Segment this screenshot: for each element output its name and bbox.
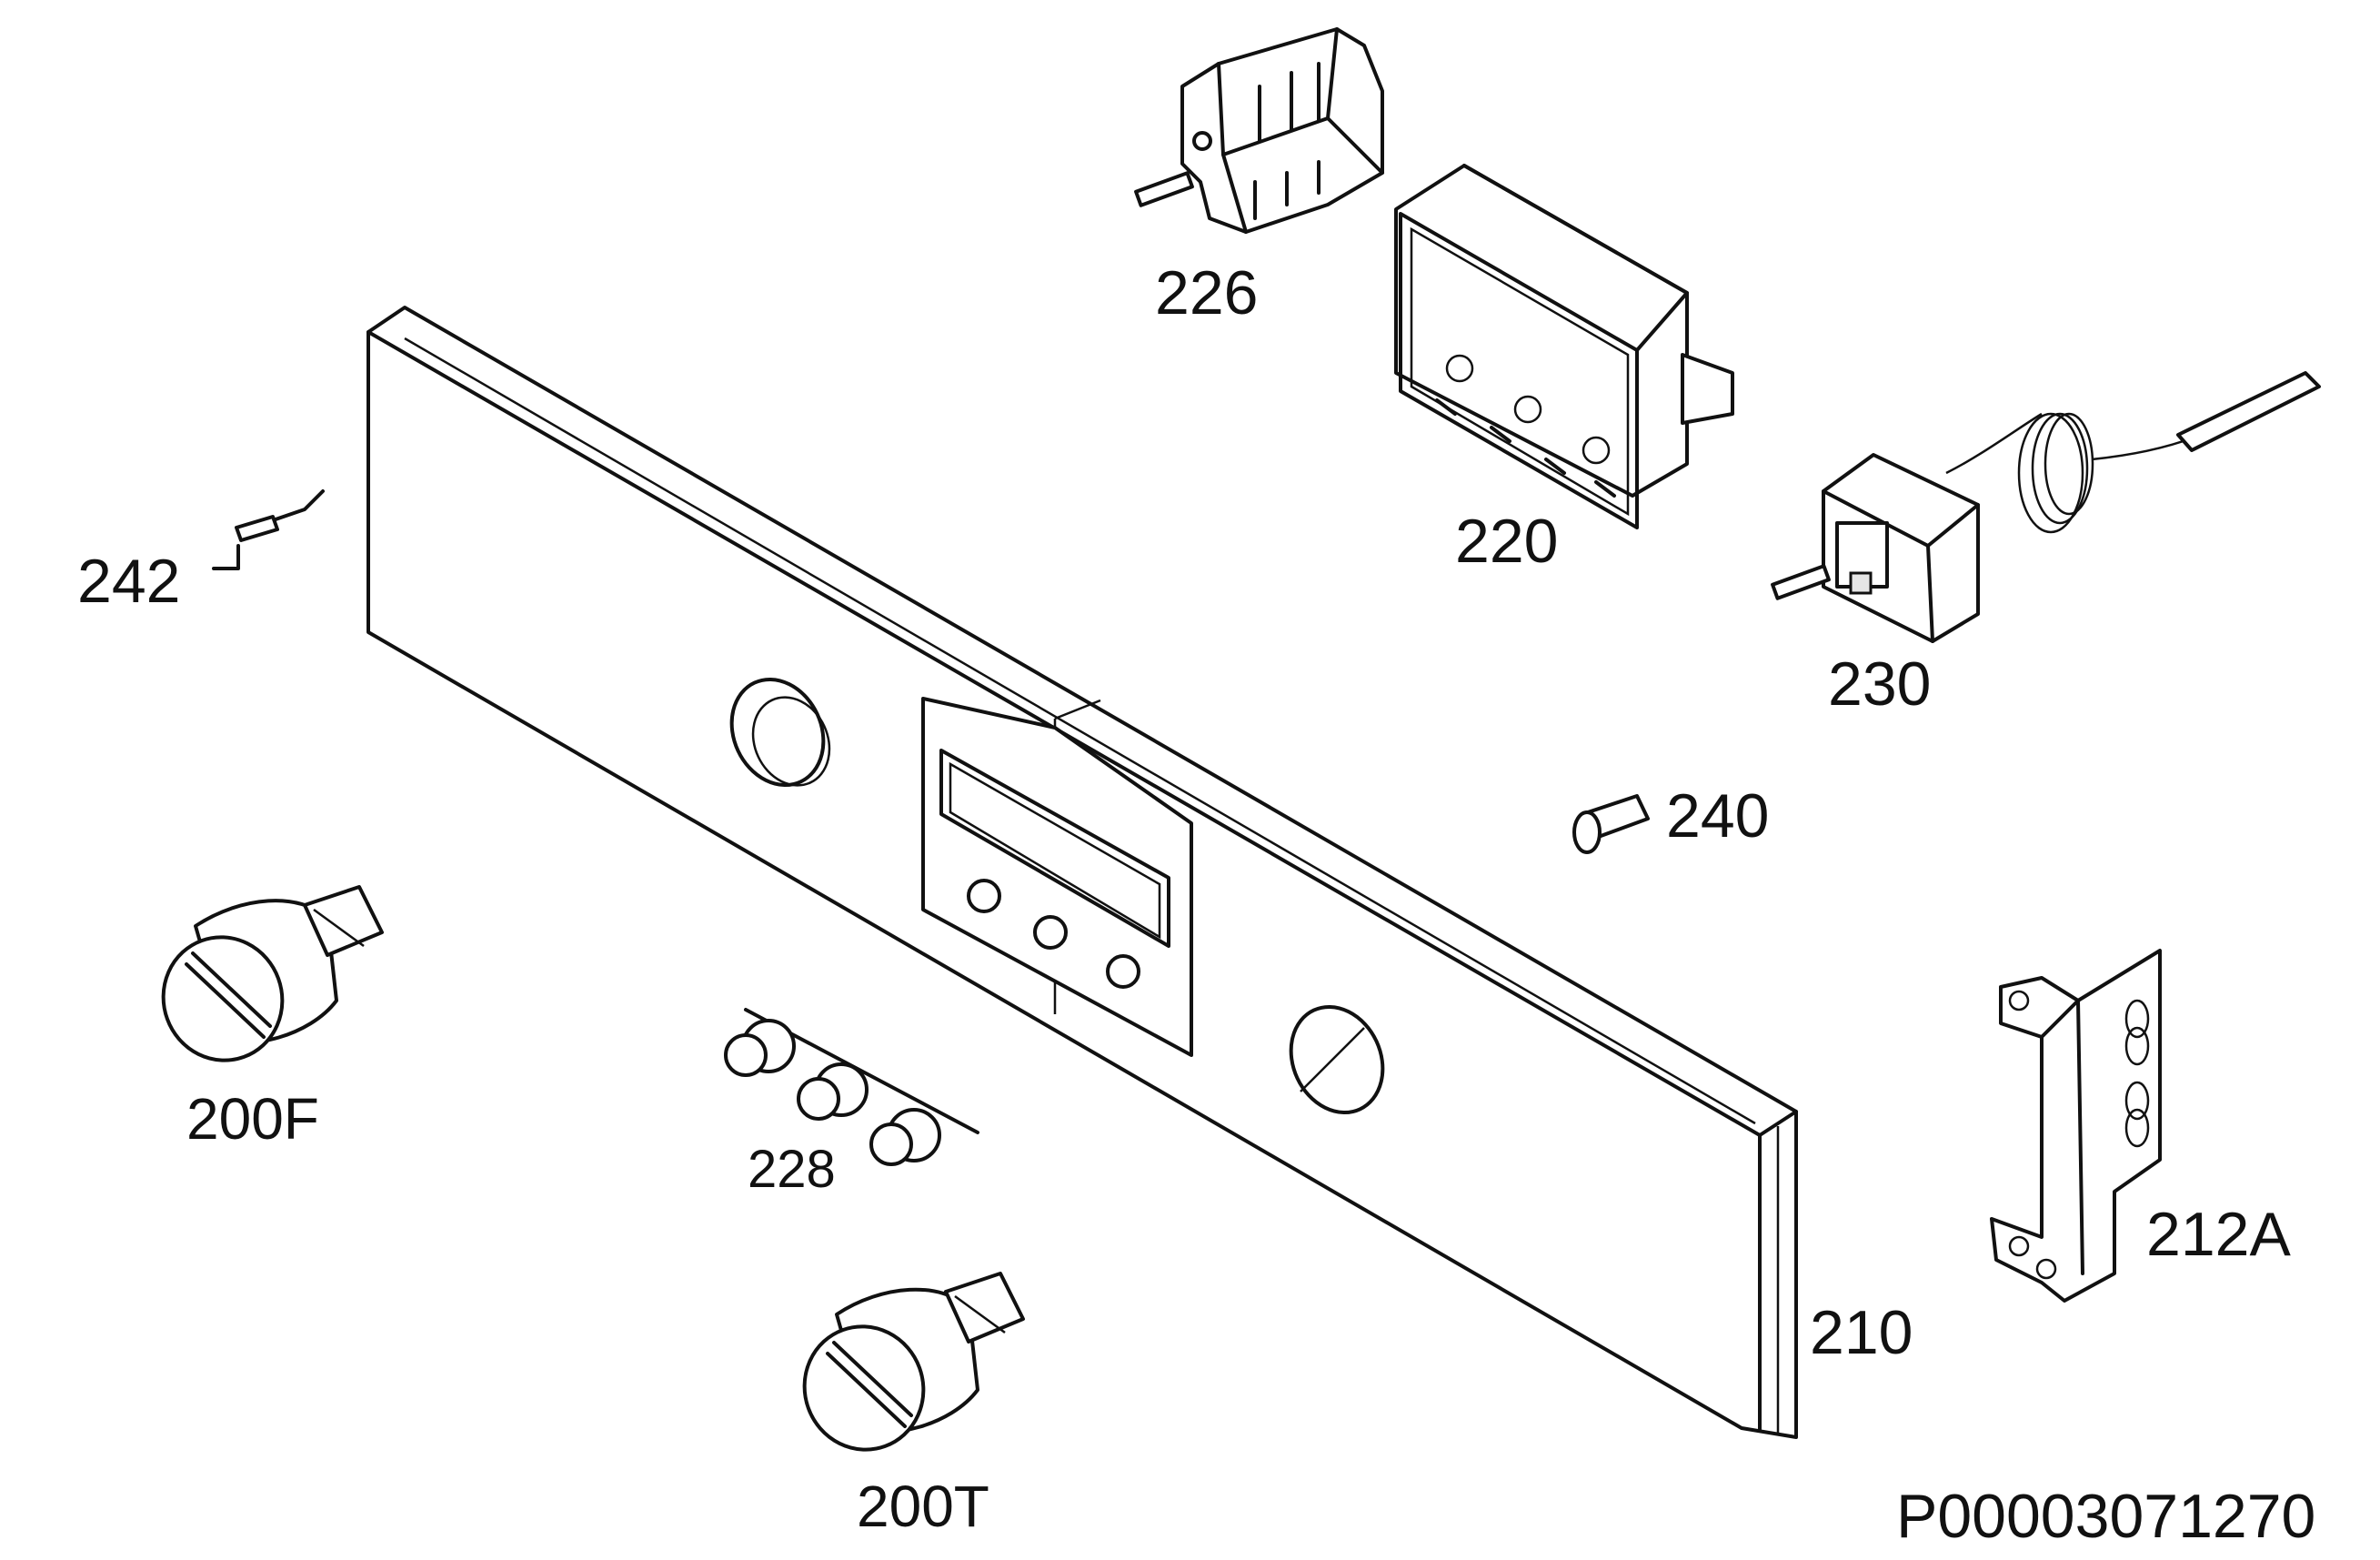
label-228: 228: [748, 1140, 836, 1199]
label-210: 210: [1810, 1298, 1913, 1367]
label-200F: 200F: [186, 1086, 319, 1152]
control-panel-210[interactable]: [367, 306, 1798, 1439]
knob-hole-right: [1289, 1004, 1385, 1115]
label-200T: 200T: [857, 1474, 989, 1539]
push-buttons-228[interactable]: [724, 1008, 979, 1166]
knob-hole-left: [729, 677, 831, 788]
push-button-3[interactable]: [869, 1108, 941, 1166]
label-242: 242: [77, 547, 180, 616]
bracket-212A[interactable]: [1990, 949, 2162, 1303]
display-window: [921, 697, 1193, 1057]
lamp-wire-242[interactable]: [212, 489, 325, 570]
selector-switch-226[interactable]: [1134, 27, 1384, 234]
knob-200F[interactable]: [146, 885, 384, 1077]
push-button-2[interactable]: [797, 1062, 869, 1121]
label-226: 226: [1155, 258, 1258, 327]
light-pin-240[interactable]: [1572, 794, 1650, 854]
electronic-module-220[interactable]: [1394, 164, 1734, 529]
knob-200T[interactable]: [788, 1272, 1025, 1466]
label-220: 220: [1455, 507, 1558, 576]
thermostat-230[interactable]: [1771, 371, 2321, 643]
label-240: 240: [1666, 781, 1769, 850]
label-212A: 212A: [2146, 1200, 2291, 1269]
label-230: 230: [1828, 649, 1931, 719]
drawing-number: P00003071270: [1896, 1482, 2315, 1551]
push-button-1[interactable]: [724, 1019, 796, 1077]
